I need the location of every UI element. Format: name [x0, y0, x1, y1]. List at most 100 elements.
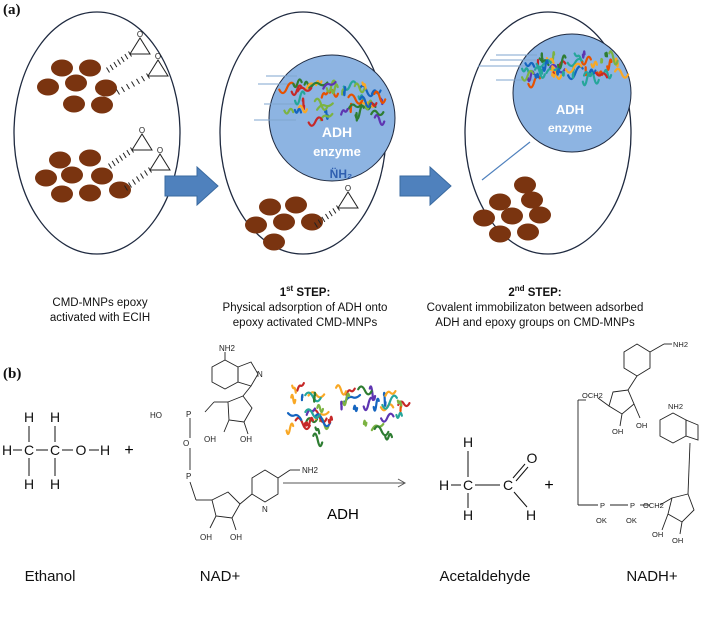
- protein-ribbon-segment: [342, 86, 347, 97]
- nanoparticle: [63, 95, 85, 113]
- protein-ribbon-segment: [582, 71, 594, 78]
- protein-ribbon-segment: [520, 69, 535, 82]
- svg-text:C: C: [24, 442, 34, 458]
- compound-name-ethanol: Ethanol: [24, 568, 76, 585]
- protein-ribbon-segment: [312, 391, 317, 403]
- compound-name-nadh: NADH+: [626, 568, 678, 585]
- enzyme-label-2-line2: enzyme: [548, 121, 592, 135]
- protein-ribbon-segment: [304, 408, 321, 420]
- caption-step-2-title: 2nd STEP:: [508, 284, 562, 299]
- nanoparticle: [61, 166, 83, 184]
- svg-text:O: O: [183, 439, 189, 448]
- ethanol-structure: H H H C C O H H H: [2, 409, 110, 492]
- svg-text:H: H: [100, 442, 110, 458]
- epoxide-ring: [131, 133, 153, 151]
- epoxide-ring: [337, 191, 359, 209]
- nanoparticle: [49, 151, 71, 169]
- svg-text:OH: OH: [672, 536, 683, 545]
- svg-text:OH: OH: [612, 427, 623, 436]
- protein-ribbon-segment: [342, 392, 351, 407]
- protein-ribbon-segment: [561, 70, 565, 77]
- nanoparticle: [301, 213, 323, 231]
- nanoparticle: [245, 216, 267, 234]
- protein-ribbon-segment: [290, 393, 297, 405]
- caption-stage-0-line1: CMD-MNPs epoxy: [52, 297, 148, 309]
- epoxide-oxygen-label: O: [345, 184, 351, 193]
- svg-text:C: C: [463, 477, 473, 493]
- protein-ribbon-segment: [330, 83, 339, 95]
- epoxy-bond-hash: [116, 89, 120, 95]
- caption-step-2-line2: Covalent immobilizaton between adsorbed: [426, 301, 644, 314]
- epoxy-bond-hash: [126, 149, 131, 156]
- nanoparticle: [91, 96, 113, 114]
- epoxy-bond-hash: [325, 213, 329, 220]
- protein-ribbon-segment: [291, 384, 297, 394]
- protein-ribbon-segment: [297, 104, 309, 114]
- protein-ribbon-segment: [373, 90, 387, 104]
- protein-ribbon-segment: [534, 72, 540, 79]
- svg-text:H: H: [2, 442, 12, 458]
- adh-protein-structure-a2: [520, 50, 630, 89]
- svg-text:O: O: [76, 442, 87, 458]
- protein-ribbon-segment: [347, 103, 363, 110]
- svg-text:P: P: [600, 501, 605, 510]
- epoxy-bond-hash: [144, 170, 148, 176]
- protein-ribbon-segment: [296, 86, 313, 93]
- epoxy-bond-hash: [108, 163, 112, 169]
- acetaldehyde-bonds: [451, 451, 529, 508]
- protein-ribbon-segment: [314, 426, 321, 435]
- reaction-arrow-head: [397, 478, 407, 488]
- amine-group-label: N̈H₂: [330, 166, 353, 181]
- protein-ribbon-segment: [362, 396, 375, 412]
- protein-ribbon-segment: [303, 421, 309, 429]
- svg-text:P: P: [186, 472, 191, 481]
- nanoparticle: [109, 181, 131, 199]
- svg-text:OK: OK: [596, 516, 607, 525]
- protein-ribbon-segment: [540, 52, 544, 63]
- protein-ribbon-segment: [290, 84, 304, 97]
- enzyme-label-1-line1: ADH: [322, 124, 352, 140]
- nanoparticle: [273, 213, 295, 231]
- plus-sign-2: +: [544, 477, 553, 494]
- nanoparticle: [514, 176, 536, 194]
- svg-text:C: C: [50, 442, 60, 458]
- svg-text:HO: HO: [150, 411, 162, 420]
- nanoparticle: [35, 169, 57, 187]
- protein-ribbon-segment: [581, 50, 586, 59]
- protein-ribbon-segment: [316, 403, 325, 414]
- protein-ribbon-segment: [278, 81, 296, 95]
- nanoparticle: [95, 79, 117, 97]
- protein-ribbon-segment: [341, 88, 345, 96]
- adh-protein-structure-a1: [278, 78, 387, 127]
- adh-protein-structure-b: [285, 382, 411, 448]
- process-arrow-1: [164, 165, 219, 207]
- protein-ribbon-segment: [396, 399, 403, 407]
- nanoparticle: [501, 207, 523, 225]
- protein-ribbon-segment: [603, 68, 613, 80]
- caption-step-1: 1st STEP: Physical adsorption of ADH ont…: [180, 281, 430, 331]
- protein-ribbon-segment: [292, 78, 303, 89]
- enzyme-label-1-line2: enzyme: [313, 144, 361, 159]
- svg-text:N: N: [262, 505, 268, 514]
- epoxy-bond-hash: [314, 222, 318, 228]
- protein-ribbon-segment: [395, 411, 403, 420]
- protein-ribbon-segment: [312, 432, 324, 448]
- nanoparticle: [285, 196, 307, 214]
- svg-text:H: H: [439, 477, 449, 493]
- protein-ribbon-segment: [594, 71, 609, 79]
- protein-ribbon-segment: [384, 432, 394, 441]
- epoxy-bond-hash: [124, 185, 128, 191]
- protein-ribbon-segment: [314, 413, 332, 428]
- protein-ribbon-segment: [608, 50, 619, 66]
- svg-text:H: H: [24, 409, 34, 425]
- protein-ribbon-segment: [320, 90, 329, 99]
- protein-ribbon-segment: [283, 107, 295, 115]
- protein-ribbon-segment: [555, 67, 561, 76]
- protein-ribbon-segment: [304, 391, 322, 403]
- nanoparticle: [489, 193, 511, 211]
- protein-ribbon-segment: [542, 59, 549, 72]
- nadh-structure: [577, 343, 699, 535]
- epoxy-bond-hash: [113, 61, 118, 68]
- protein-ribbon-segment: [588, 68, 597, 75]
